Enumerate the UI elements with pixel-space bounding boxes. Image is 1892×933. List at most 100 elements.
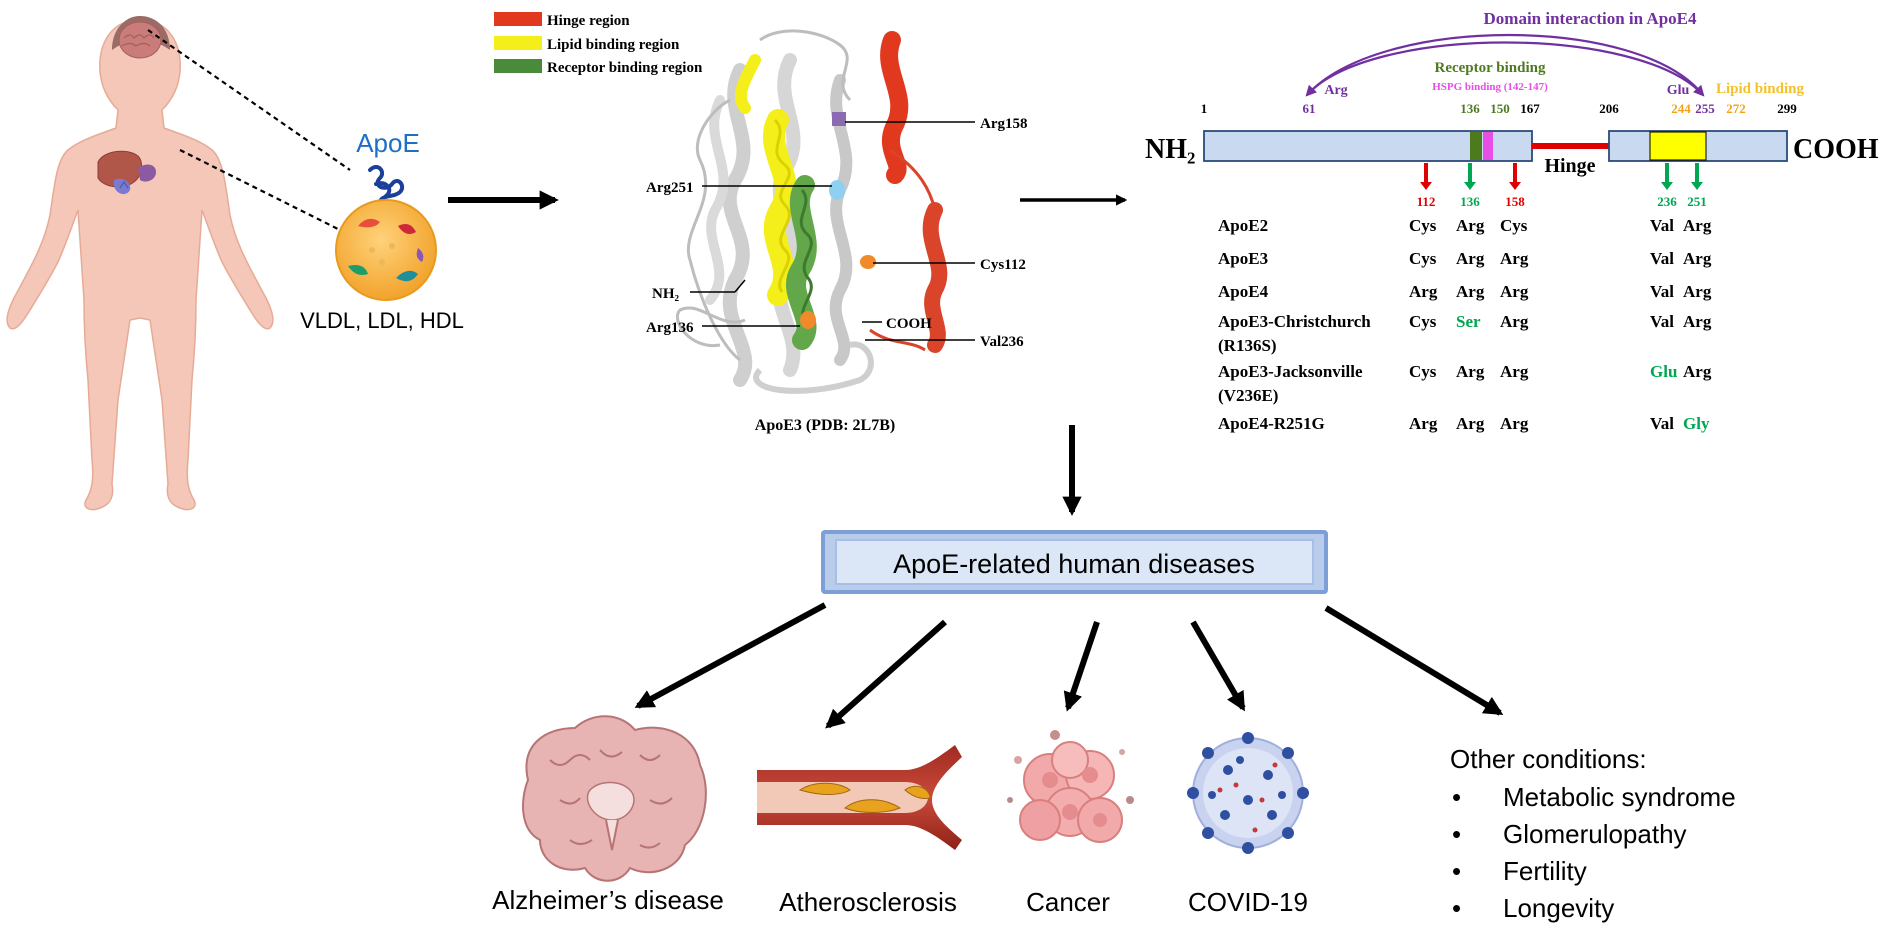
brain-illustration <box>522 715 707 882</box>
residue-136: Arg <box>1456 249 1485 268</box>
legend-label-receptor: Receptor binding region <box>547 60 703 76</box>
arrow-atherosclerosis <box>825 619 947 729</box>
lipid-binding-segment <box>1649 131 1707 161</box>
bullet: • <box>1452 782 1461 812</box>
atherosclerosis-illustration <box>757 745 962 850</box>
arrow-cancer <box>1063 621 1100 712</box>
variant-mutation: (V236E) <box>1218 386 1278 405</box>
residue-112: Cys <box>1409 249 1437 268</box>
residue-158: Arg <box>1500 362 1529 381</box>
arrow-other-conditions <box>1324 605 1504 716</box>
condition-item: Longevity <box>1503 893 1614 923</box>
apoe3-ribbon-structure <box>676 29 948 394</box>
variant-name: ApoE4-R251G <box>1218 414 1325 433</box>
domain-interaction-group: Domain interaction in ApoE4 Arg Glu <box>1305 9 1705 98</box>
residue-251: Arg <box>1683 362 1712 381</box>
hspg-binding-segment <box>1483 132 1493 160</box>
residue-158: Cys <box>1500 216 1528 235</box>
variant-name: ApoE2 <box>1218 216 1268 235</box>
structure-callouts: Arg158 Arg251 Cys112 NH₂ Arg136 COOH Val… <box>646 116 1028 350</box>
structure-legend: Hinge region Lipid binding region Recept… <box>494 12 703 76</box>
pos-150: 150 <box>1490 101 1510 116</box>
pos-272: 272 <box>1726 101 1746 116</box>
receptor-binding-segment <box>1470 132 1482 160</box>
pos-167: 167 <box>1520 101 1540 116</box>
residue-112: Cys <box>1409 362 1437 381</box>
glu-label: Glu <box>1667 83 1690 98</box>
pos-244: 244 <box>1671 101 1691 116</box>
atherosclerosis-label: Atherosclerosis <box>779 887 957 917</box>
label-cooh: COOH <box>886 316 932 332</box>
residue-136: Arg <box>1456 414 1485 433</box>
site-251: 251 <box>1687 194 1707 209</box>
bullet: • <box>1452 893 1461 923</box>
alzheimers-label: Alzheimer’s disease <box>492 885 724 915</box>
apoe-domain-bar <box>1203 130 1788 162</box>
covid-label: COVID-19 <box>1188 887 1308 917</box>
legend-label-hinge: Hinge region <box>547 13 630 29</box>
label-cys112: Cys112 <box>980 257 1026 273</box>
residue-251: Arg <box>1683 249 1712 268</box>
arg136-residue <box>800 311 816 329</box>
other-conditions-title: Other conditions: <box>1450 744 1647 774</box>
nh2-terminus-label: NH₂ <box>1145 134 1195 165</box>
brain-to-apoe-dashed-line <box>147 29 351 171</box>
residue-236: Val <box>1650 414 1674 433</box>
structure-caption: ApoE3 (PDB: 2L7B) <box>755 417 895 434</box>
residue-158: Arg <box>1500 282 1529 301</box>
pos-299: 299 <box>1777 101 1797 116</box>
residue-236: Val <box>1650 282 1674 301</box>
diseases-box: ApoE-related human diseases <box>821 530 1328 594</box>
disease-arrows <box>634 602 1504 729</box>
pos-1: 1 <box>1201 101 1208 116</box>
pos-61: 61 <box>1303 101 1316 116</box>
site-236: 236 <box>1657 194 1677 209</box>
legend-swatch-hinge <box>494 12 542 26</box>
label-nh2: NH₂ <box>652 286 680 302</box>
liver-to-apoe-dashed-line <box>179 149 341 231</box>
residue-251: Arg <box>1683 216 1712 235</box>
variant-name: ApoE3 <box>1218 249 1268 268</box>
residue-112: Arg <box>1409 414 1438 433</box>
bullet: • <box>1452 856 1461 886</box>
residue-251: Arg <box>1683 312 1712 331</box>
variant-row: ApoE4 Arg Arg Arg Val Arg <box>1218 282 1712 301</box>
variant-table: ApoE2 Cys Arg Cys Val Arg ApoE3 Cys Arg … <box>1218 216 1712 433</box>
arg251-residue <box>829 180 845 200</box>
apoe-label: ApoE <box>356 128 420 158</box>
bullet: • <box>1452 819 1461 849</box>
residue-112: Cys <box>1409 216 1437 235</box>
cooh-terminus-label: COOH <box>1793 134 1879 165</box>
variant-name: ApoE3-Christchurch <box>1218 312 1371 331</box>
receptor-binding-label: Receptor binding <box>1435 60 1546 76</box>
residue-112: Arg <box>1409 282 1438 301</box>
residue-251: Arg <box>1683 282 1712 301</box>
hinge-segment <box>1532 143 1609 149</box>
condition-item: Fertility <box>1503 856 1587 886</box>
domain-interaction-arc-back <box>1306 41 1705 97</box>
covid-virus-illustration <box>1187 732 1309 854</box>
domain-interaction-title: Domain interaction in ApoE4 <box>1484 9 1697 28</box>
legend-swatch-lipid <box>494 36 542 50</box>
residue-158: Arg <box>1500 312 1529 331</box>
residue-236: Val <box>1650 249 1674 268</box>
variant-mutation: (R136S) <box>1218 336 1277 355</box>
variant-row: ApoE4-R251G Arg Arg Arg Val Gly <box>1218 414 1710 433</box>
lipoprotein-particle <box>335 199 437 301</box>
n-terminal-domain <box>1203 130 1533 162</box>
residue-236: Val <box>1650 312 1674 331</box>
legend-label-lipid: Lipid binding region <box>547 37 680 53</box>
hinge-label: Hinge <box>1544 155 1595 177</box>
pos-136: 136 <box>1460 101 1480 116</box>
residue-236-mutated: Glu <box>1650 362 1677 381</box>
arg158-residue <box>832 112 846 126</box>
other-conditions-list: Other conditions: • Metabolic syndrome •… <box>1450 744 1736 923</box>
arg-label: Arg <box>1324 83 1347 98</box>
residue-158: Arg <box>1500 249 1529 268</box>
lipoprotein-label: VLDL, LDL, HDL <box>300 308 464 333</box>
variant-row: ApoE3-Jacksonville (V236E) Cys Arg Arg G… <box>1218 362 1712 405</box>
arrow-alzheimers <box>634 602 827 709</box>
pos-255: 255 <box>1695 101 1715 116</box>
